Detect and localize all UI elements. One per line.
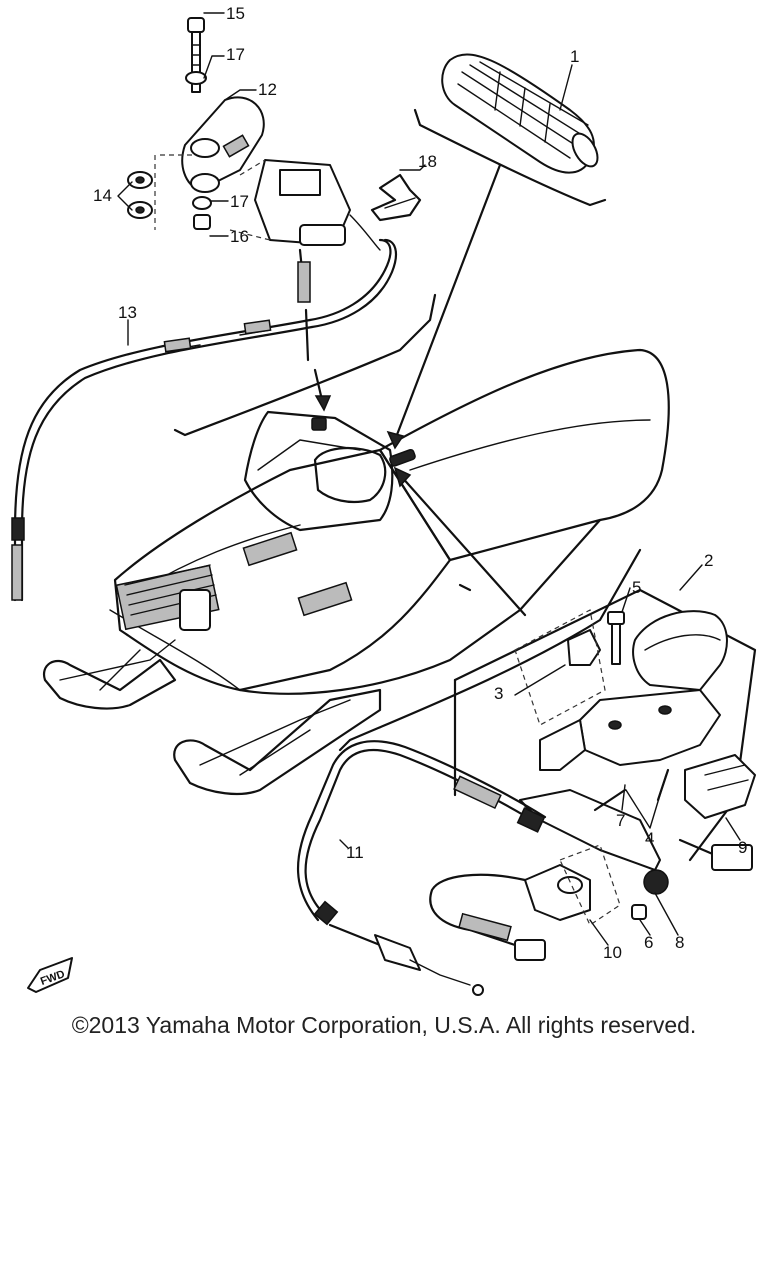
callout-10: 10 — [603, 943, 622, 962]
brake-lever-assembly-2 — [429, 588, 757, 961]
clip-18 — [370, 173, 422, 222]
fwd-arrow-icon: FWD — [27, 957, 73, 993]
callout-17-bottom: 17 — [230, 192, 249, 211]
throttle-cable-13 — [11, 238, 398, 602]
skis — [42, 639, 382, 796]
callout-3: 3 — [494, 684, 503, 703]
callout-numbers: 1 2 3 4 5 6 7 8 9 10 11 12 13 14 15 16 1… — [93, 4, 747, 962]
callout-4: 4 — [645, 829, 654, 848]
parts-diagram: FWD 1 2 3 4 5 6 7 8 9 10 11 12 13 — [11, 4, 757, 996]
callout-2: 2 — [704, 551, 713, 570]
callout-18: 18 — [418, 152, 437, 171]
callout-9: 9 — [738, 838, 747, 857]
callout-8: 8 — [675, 933, 684, 952]
callout-5: 5 — [632, 578, 641, 597]
leader-lines — [117, 12, 741, 946]
callout-1: 1 — [570, 47, 579, 66]
callout-16: 16 — [230, 227, 249, 246]
callout-13: 13 — [118, 303, 137, 322]
callout-17-top: 17 — [226, 45, 245, 64]
brake-cable-11 — [296, 740, 547, 996]
assembly-arrows — [311, 163, 527, 617]
callout-14: 14 — [93, 186, 112, 205]
snowmobile-body — [109, 348, 670, 695]
handlebar-grip-1 — [441, 53, 599, 174]
callout-12: 12 — [258, 80, 277, 99]
throttle-housing-12 — [127, 17, 381, 362]
copyright-notice: ©2013 Yamaha Motor Corporation, U.S.A. A… — [71, 1012, 697, 1038]
callout-11: 11 — [346, 843, 364, 862]
callout-6: 6 — [644, 933, 653, 952]
callout-15: 15 — [226, 4, 245, 23]
group-brackets — [173, 108, 642, 752]
callout-7: 7 — [616, 811, 625, 830]
